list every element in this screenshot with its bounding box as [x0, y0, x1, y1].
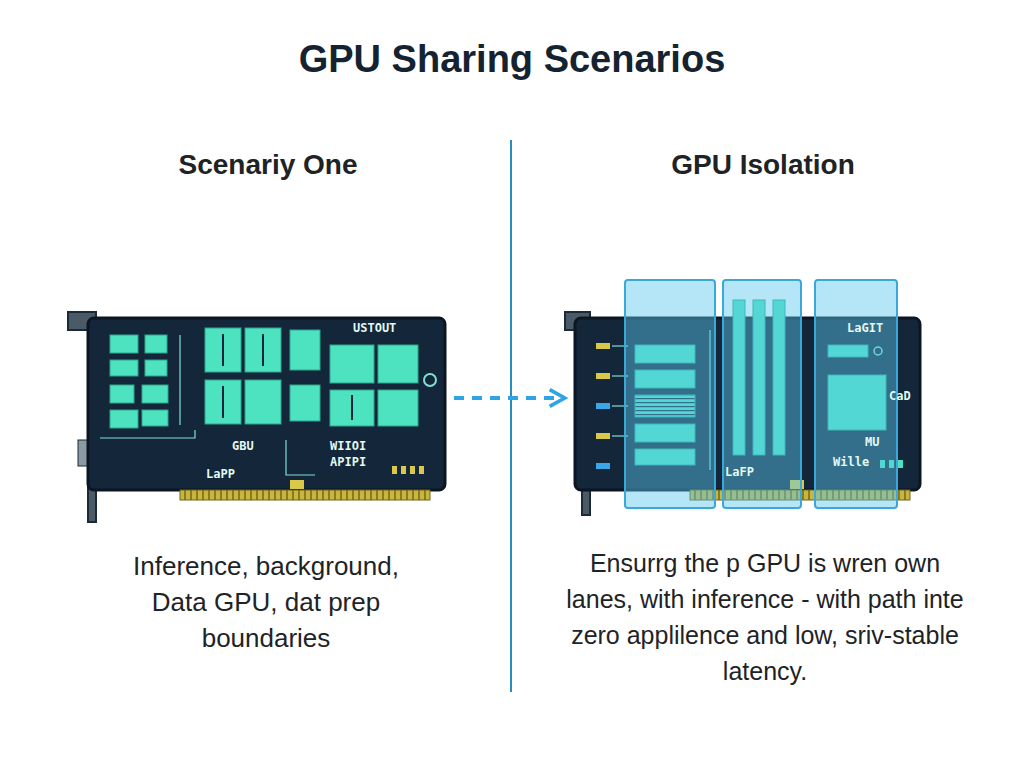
diagram-title: GPU Sharing Scenarios	[0, 38, 1024, 81]
gpu-card-right	[565, 280, 920, 515]
gpu-card: USTOUT GBU WIIOI APIPI LaPP	[68, 312, 448, 522]
chip-label: LaFP	[725, 466, 754, 478]
divider-line	[510, 140, 512, 692]
chip-label: USTOUT	[353, 322, 396, 334]
caption-text: Inference, background, Data GPU, dat pre…	[110, 548, 422, 656]
chip-label: MU	[865, 436, 879, 448]
chip-label: CaD	[889, 390, 911, 402]
chip-label: LaPP	[206, 468, 235, 480]
flow-arrow	[454, 396, 563, 400]
gpu-card: LaGIT CaD MU WilleLaFP	[565, 280, 930, 508]
column-heading: Scenariy One	[118, 148, 418, 182]
chip-label: GBU	[232, 440, 254, 452]
column-heading: GPU Isolation	[613, 148, 913, 182]
chip-label: LaGIT	[847, 322, 883, 334]
chip-label: APIPI	[330, 456, 366, 468]
chip-label: WIIOI	[330, 440, 366, 452]
gpu-card-left	[68, 312, 445, 522]
caption-text: Ensurrg the p GPU is wren own lanes, wit…	[565, 545, 965, 689]
chip-label: Wille	[833, 456, 869, 468]
